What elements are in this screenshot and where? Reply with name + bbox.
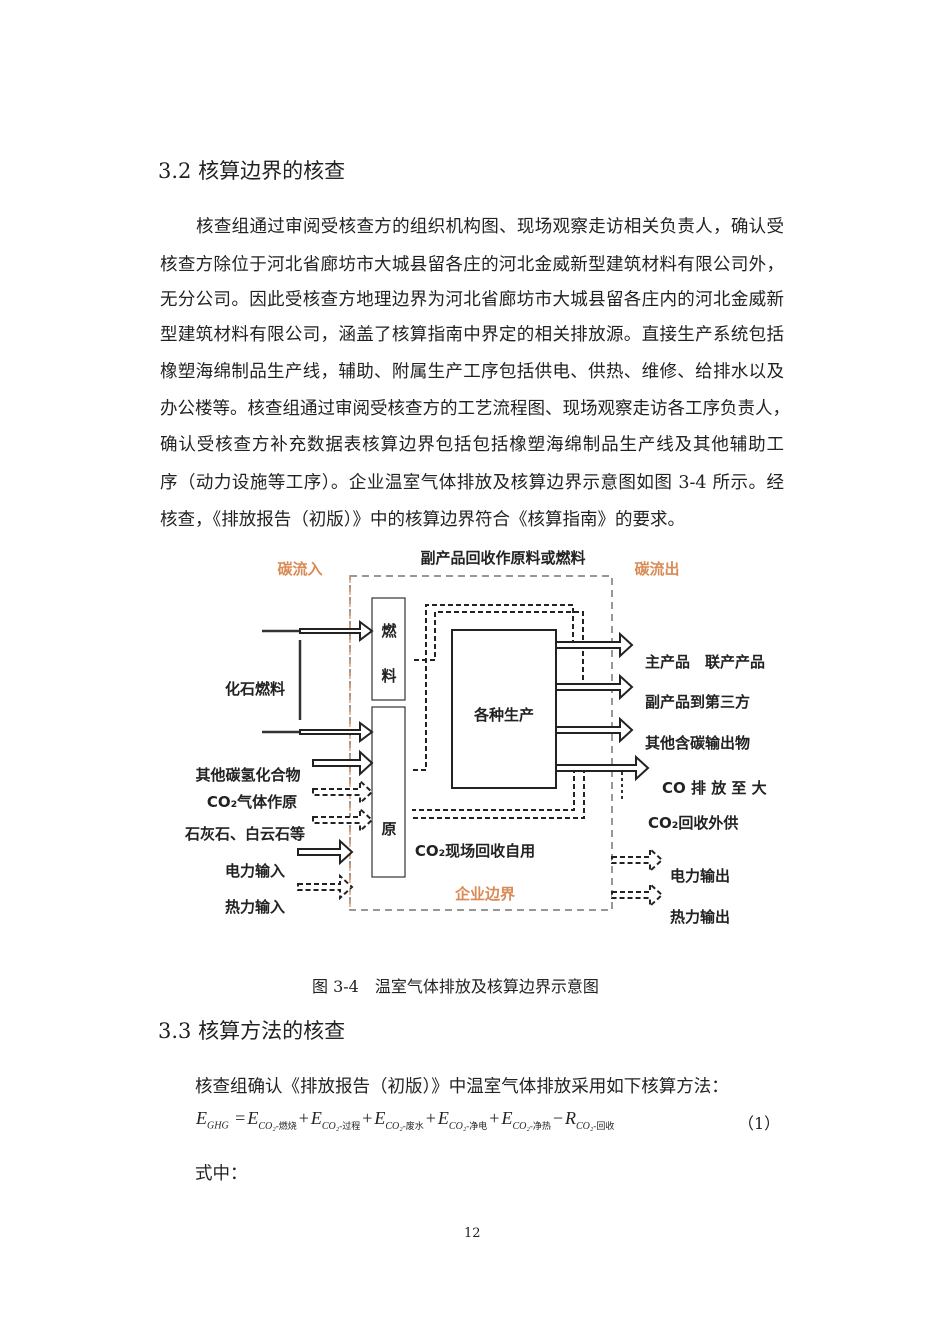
formula-subscript-tag: -回收: [593, 1120, 615, 1131]
formula-term: +ECO₂-废水: [360, 1108, 424, 1132]
formula-symbol: E: [247, 1108, 259, 1128]
power-output-arrow: [611, 846, 664, 874]
formula-lhs-sub: GHG: [207, 1120, 229, 1132]
paragraph-line: 办公楼等。核查组通过审阅受核查方的工艺流程图、现场观察走访各工序负责人，: [160, 399, 790, 419]
formula-subscript: CO₂: [448, 1120, 467, 1132]
formula-symbol: R: [564, 1108, 576, 1128]
formula-symbol: E: [501, 1108, 513, 1128]
paragraph-line: 序（动力设施等工序）。企业温室气体排放及核算边界示意图如图 3-4 所示。经: [160, 473, 784, 493]
fuel-box: [371, 597, 406, 701]
formula-subscript: CO₂: [575, 1120, 594, 1132]
output-label: CO 排 放 至 大: [662, 779, 767, 797]
paragraph-line: 核查组通过审阅受核查方的组织机构图、现场观察走访相关负责人，确认受: [196, 217, 784, 237]
formula-operator: +: [425, 1108, 436, 1128]
formula-operator: +: [362, 1108, 373, 1128]
co2-emission-output-arrow: [555, 754, 650, 782]
byproduct-recycle-label: 副产品回收作原料或燃料: [420, 549, 585, 567]
formula-subscript-tag: -废水: [402, 1120, 424, 1131]
fossil-fuel-to-fuel-arrow: [299, 620, 374, 642]
input-label: CO₂气体作原: [207, 793, 297, 811]
fuel-box-label-1: 燃: [381, 622, 397, 640]
fuel-box-label-2: 料: [381, 667, 396, 685]
formula-subscript-tag: -过程: [339, 1120, 361, 1131]
formula-subscript: CO₂: [321, 1120, 340, 1132]
input-label: 其他碳氢化合物: [195, 766, 300, 784]
byproduct-recycle-loop-outer: [412, 604, 574, 771]
output-label: 主产品 联产产品: [645, 653, 765, 671]
heat-input-arrow: [297, 873, 354, 901]
figure-caption: 图 3-4 温室气体排放及核算边界示意图: [312, 977, 599, 996]
output-label: 其他含碳输出物: [645, 734, 750, 752]
formula-term: +ECO₂-净电: [424, 1108, 488, 1132]
byproduct-recycle-loop-inner: [412, 611, 584, 688]
formula-subscript-tag: -净电: [466, 1120, 488, 1131]
heat-output-arrow: [611, 881, 664, 909]
formula-symbol: E: [374, 1108, 386, 1128]
output-label: CO₂回收外供: [648, 814, 738, 832]
input-label: 石灰石、白云石等: [184, 825, 305, 843]
fossil-fuel-split-line: [262, 629, 302, 734]
input-label: 热力输入: [225, 898, 285, 916]
onsite-recovery-label: CO₂现场回收自用: [415, 842, 535, 860]
input-label: 化石燃料: [225, 680, 285, 698]
paragraph-line: 确认受核查方补充数据表核算边界包括包括橡塑海绵制品生产线及其他辅助工: [160, 435, 784, 455]
input-label: 电力输入: [225, 862, 285, 880]
co2-gas-input-arrow: [312, 778, 374, 806]
formula-operator: +: [489, 1108, 500, 1128]
limestone-input-arrow: [312, 806, 374, 834]
raw-box-label: 原: [381, 820, 396, 838]
enterprise-boundary: [349, 575, 613, 911]
section-heading-3-2: 3.2 核算边界的核查: [158, 159, 346, 183]
co2-recovery-loop: [412, 768, 585, 819]
formula-lhs: E: [196, 1108, 207, 1128]
paragraph-line: 核查方除位于河北省廊坊市大城县留各庄的河北金威新型建筑材料有限公司外，: [160, 255, 784, 275]
output-label: 副产品到第三方: [645, 693, 750, 711]
formula-operator: −: [552, 1108, 563, 1128]
formula-number: （1）: [738, 1114, 781, 1133]
output-label: 热力输出: [670, 908, 730, 926]
production-box-label: 各种生产: [473, 706, 534, 724]
hydrocarbon-input-arrow: [312, 749, 374, 777]
paragraph-line: 核查，《排放报告（初版）》中的核算边界符合《核算指南》的要求。: [160, 510, 685, 530]
output-label: 电力输出: [670, 867, 730, 885]
section-heading-3-3: 3.3 核算方法的核查: [158, 1019, 346, 1043]
boundary-label: 企业边界: [454, 885, 515, 903]
method-intro: 核查组确认《排放报告（初版）》中温室气体排放采用如下核算方法：: [195, 1077, 729, 1097]
formula-term: +ECO₂-净热: [487, 1108, 551, 1132]
production-box: [451, 629, 557, 789]
formula-symbol: E: [437, 1108, 449, 1128]
formula-term: −RCO₂-回收: [551, 1108, 615, 1132]
raw-material-box: [371, 706, 406, 878]
carbon-in-label: 碳流入: [277, 560, 322, 578]
formula-operator: =: [235, 1108, 246, 1128]
formula-term: +ECO₂-过程: [297, 1108, 361, 1132]
formula-symbol: E: [310, 1108, 322, 1128]
paragraph-line: 橡塑海绵制品生产线，辅助、附属生产工序包括供电、供热、维修、给排水以及: [160, 362, 784, 382]
formula-subscript: CO₂: [258, 1120, 276, 1132]
main-product-output-arrow: [555, 631, 634, 659]
page-number: 12: [464, 1226, 481, 1241]
formula-operator: +: [298, 1108, 309, 1128]
byproduct-output-arrow: [555, 673, 634, 701]
formula-subscript: CO₂: [385, 1120, 403, 1132]
formula-subscript-tag: -燃烧: [275, 1120, 297, 1131]
power-input-arrow: [297, 838, 354, 866]
formula-subscript: CO₂: [512, 1120, 530, 1132]
carbon-out-label: 碳流出: [634, 560, 679, 578]
formula-term: =ECO₂-燃烧: [233, 1108, 297, 1132]
other-carbon-output-arrow: [555, 716, 634, 744]
ghg-formula: EGHG =ECO₂-燃烧+ECO₂-过程+ECO₂-废水+ECO₂-净电+EC…: [196, 1108, 614, 1132]
paragraph-line: 无分公司。因此受核查方地理边界为河北省廊坊市大城县留各庄内的河北金威新: [160, 290, 784, 310]
paragraph-line: 型建筑材料有限公司，涵盖了核算指南中界定的相关排放源。直接生产系统包括: [160, 325, 784, 345]
where-label: 式中：: [195, 1164, 248, 1184]
fossil-fuel-to-raw-arrow: [299, 721, 374, 743]
formula-subscript-tag: -净热: [529, 1120, 551, 1131]
